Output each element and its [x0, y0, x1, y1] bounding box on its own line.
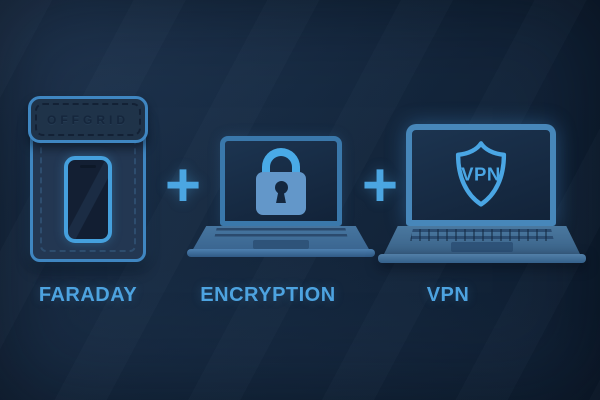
keyhole-stem [276, 190, 286, 203]
pouch-flap: OFFGRID [28, 96, 148, 143]
keyboard-keys [214, 228, 348, 239]
vpn-laptop: VPN [378, 118, 586, 270]
phone-speaker [80, 165, 96, 168]
laptop-keyboard-deck [192, 226, 370, 251]
shield-svg: VPN [455, 141, 507, 207]
shield-text: VPN [461, 163, 501, 184]
laptop-front-edge [187, 249, 375, 257]
padlock-shackle [262, 148, 300, 178]
padlock-icon [225, 141, 337, 221]
smartphone-icon [64, 156, 112, 243]
keyhole [274, 181, 288, 194]
encrypted-laptop [187, 130, 375, 266]
keyboard-keys [410, 229, 554, 241]
item-label-encryption: ENCRYPTION [200, 283, 336, 306]
laptop-front-edge [378, 254, 586, 263]
laptop-screen: VPN [406, 124, 556, 226]
padlock-body [256, 172, 306, 215]
faraday-pouch: OFFGRID [28, 96, 152, 268]
trackpad [451, 242, 513, 252]
vpn-shield-icon: VPN [412, 130, 550, 220]
laptop-screen [220, 136, 342, 226]
laptop-keyboard-deck [384, 226, 580, 254]
plus-icon: + [361, 151, 399, 220]
item-label-faraday: FARADAY [38, 283, 138, 306]
item-label-vpn: VPN [426, 283, 470, 306]
flap-stitching [35, 103, 141, 136]
plus-icon: + [164, 151, 202, 220]
pouch-brand-label: OFFGRID [47, 112, 129, 127]
trackpad [253, 240, 309, 249]
